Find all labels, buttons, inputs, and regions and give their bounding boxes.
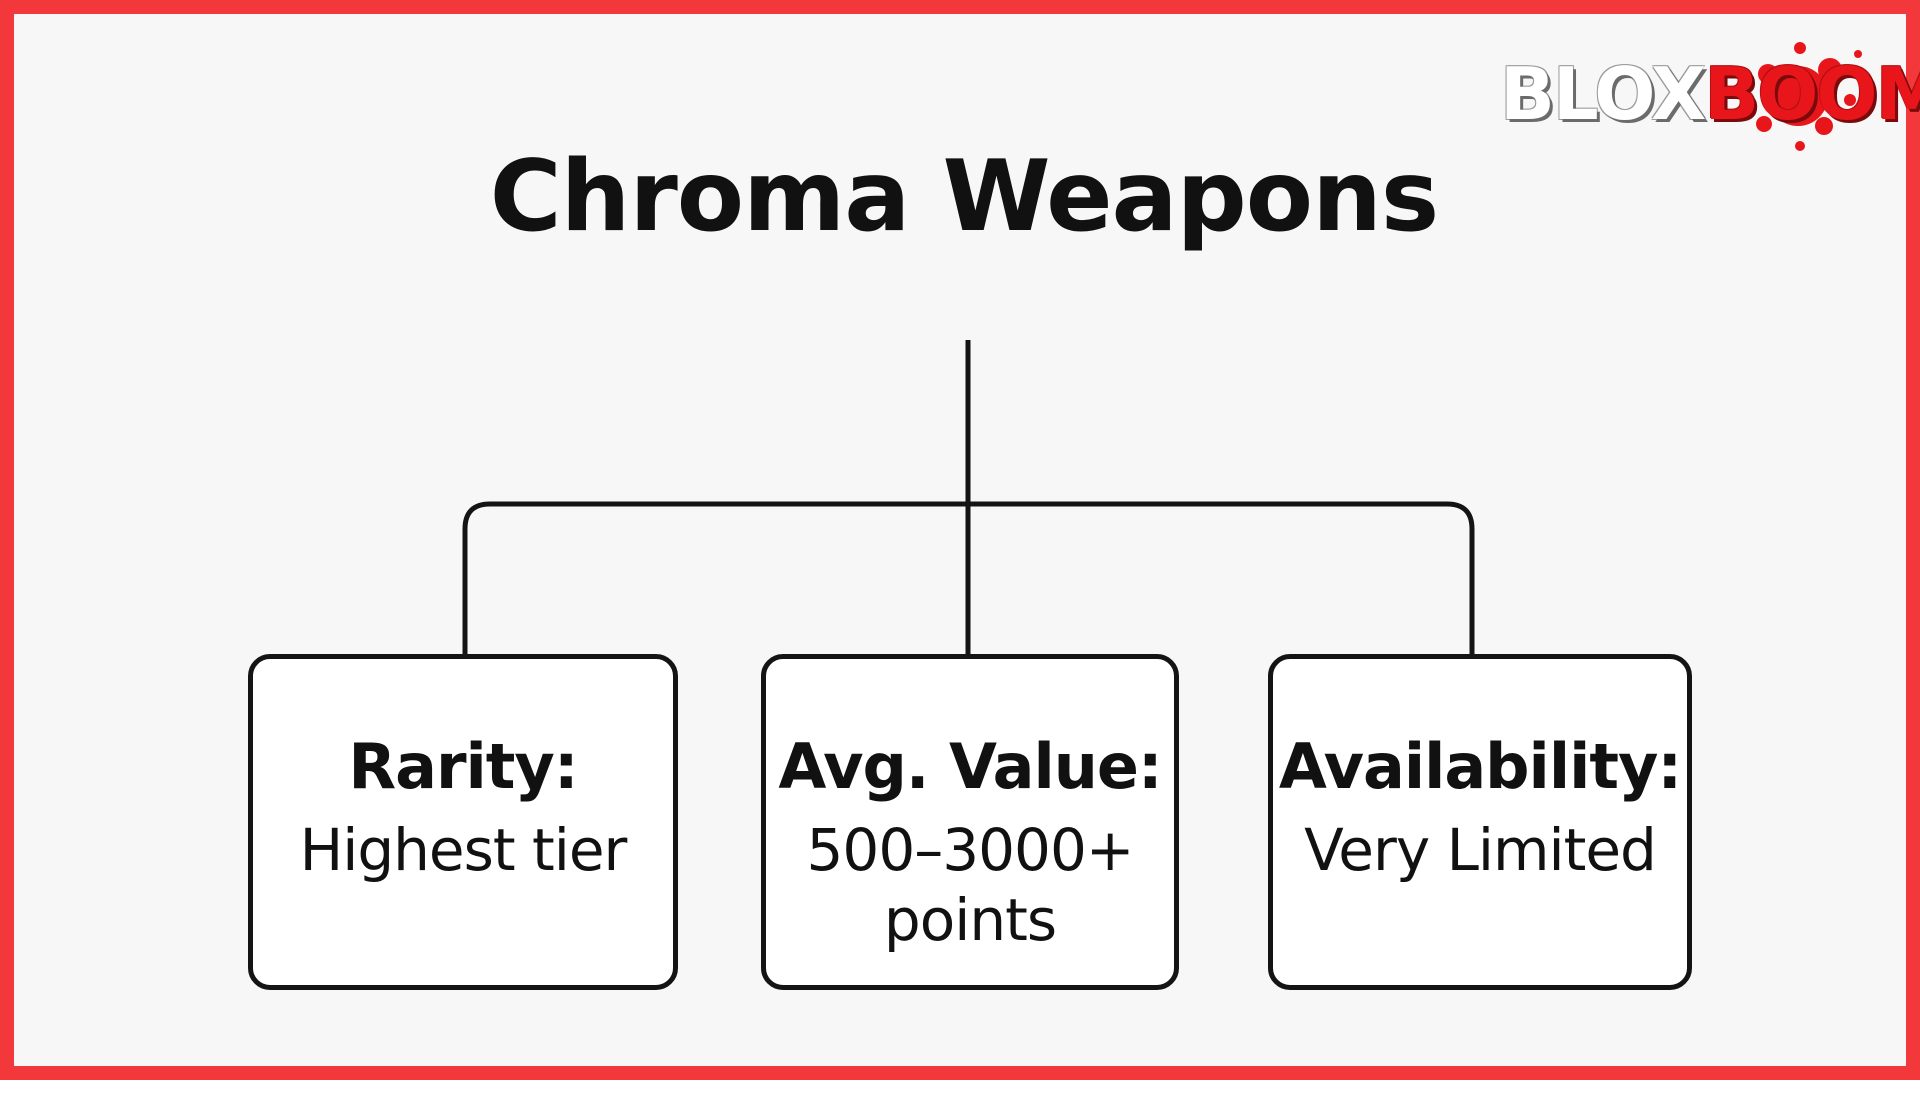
node-rarity-value: Highest tier <box>299 816 628 885</box>
logo-text-boom: BOOM <box>1704 52 1920 136</box>
diagram-title: Chroma Weapons <box>489 140 1440 254</box>
connector-bar <box>462 501 1475 654</box>
logo-wordmark: BLOXBOOM <box>1500 44 1920 144</box>
node-availability-value: Very Limited <box>1304 816 1657 885</box>
node-avg-value-value: 500–3000+ points <box>806 816 1135 954</box>
node-availability-label: Availability: <box>1278 730 1682 803</box>
logo-text-blox: BLOX <box>1500 52 1706 136</box>
tree-connectors <box>462 340 1475 654</box>
node-rarity: Rarity: Highest tier <box>248 654 678 990</box>
node-availability: Availability: Very Limited <box>1268 654 1692 990</box>
node-avg-value-label: Avg. Value: <box>778 730 1162 803</box>
paint-splat-icon <box>1739 42 1862 151</box>
node-rarity-label: Rarity: <box>348 730 578 803</box>
node-avg-value: Avg. Value: 500–3000+ points <box>761 654 1179 990</box>
brand-logo: BLOXBOOM <box>1500 42 1920 151</box>
